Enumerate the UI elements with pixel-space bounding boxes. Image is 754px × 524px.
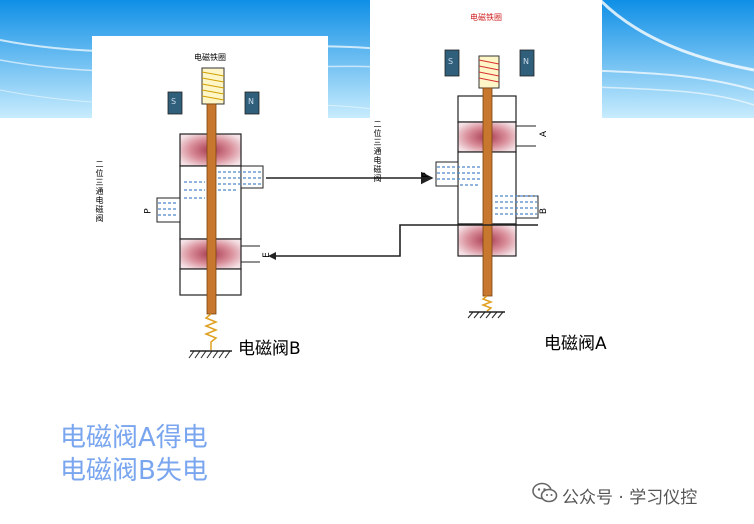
valve-a-magnet-n: [519, 49, 535, 77]
valve-a-port-left: [435, 161, 459, 187]
valve-b-side-label: 二位三通电磁阀: [95, 160, 104, 223]
valve-a-name: 电磁阀A: [544, 334, 607, 354]
valve-a-pole-n: N: [523, 57, 529, 66]
valve-b-rod: [206, 103, 217, 315]
valve-b-magnet-n: [244, 91, 260, 115]
caption-line-1: 电磁阀A得电: [60, 423, 208, 453]
valve-b-name: 电磁阀B: [238, 339, 301, 359]
valve-b-pole-s: S: [171, 97, 177, 106]
valve-b-spring: [203, 313, 219, 350]
valve-b-port-left: [156, 197, 181, 223]
watermark-text: 公众号 · 学习仪控: [562, 488, 698, 508]
valve-a-port-b: B: [539, 207, 550, 215]
valve-b-magnet-s: [167, 91, 183, 115]
valve-a-pole-s: S: [448, 57, 454, 66]
valve-b-port-right: [240, 165, 264, 189]
valve-a-port-p: P: [421, 172, 432, 178]
arrow-lower: [274, 224, 538, 257]
valve-a-port-a: A: [539, 130, 550, 138]
valve-b-port-e: E: [261, 252, 272, 258]
valve-a-magnet-s: [444, 49, 460, 77]
valve-a-side-label: 二位三通电磁阀: [373, 120, 382, 183]
wechat-icon: [532, 482, 558, 503]
caption-line-2: 电磁阀B失电: [60, 456, 208, 486]
valve-b-pole-n: N: [248, 97, 254, 106]
valve-a-rod: [482, 87, 493, 297]
valve-b-top-label: 电磁铁圈: [194, 53, 226, 62]
valve-a-top-label: 电磁铁圈: [470, 13, 502, 22]
valve-a-spring: [480, 295, 494, 312]
valve-b-port-p: P: [143, 208, 154, 214]
